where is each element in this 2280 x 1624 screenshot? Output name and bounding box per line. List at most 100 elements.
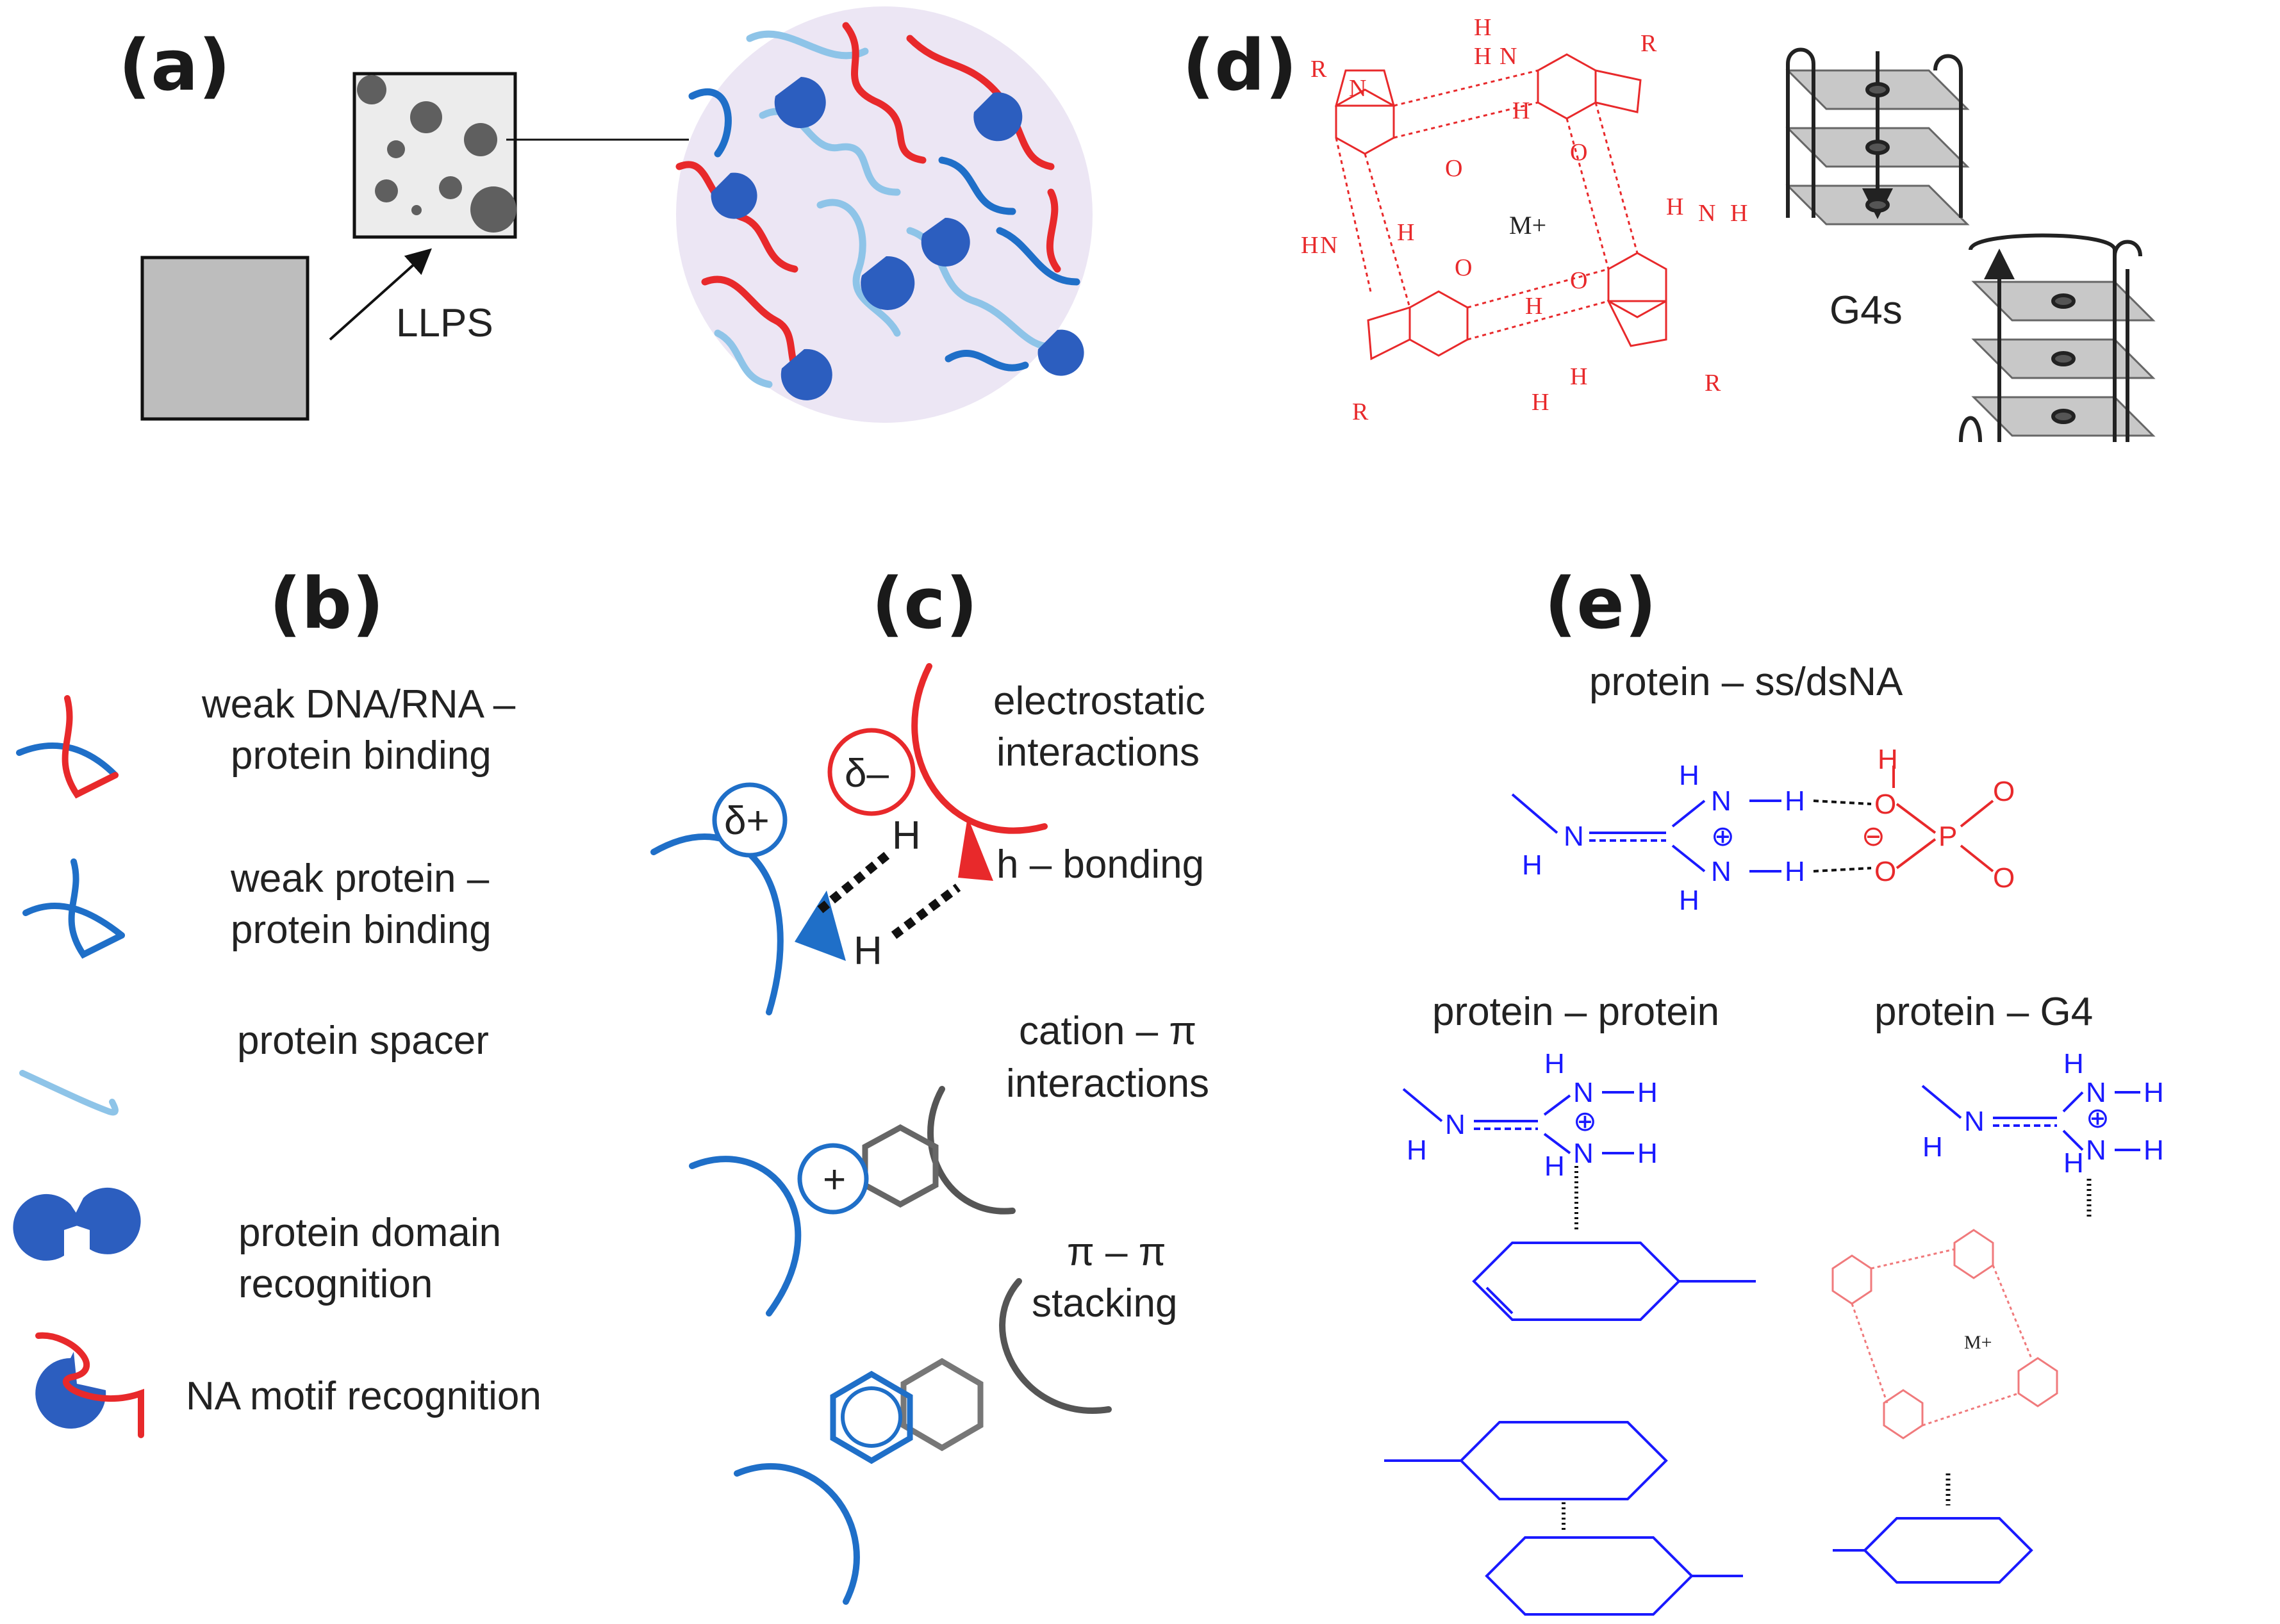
protein-protein-binding-icon: [22, 858, 125, 959]
arginine-g4-scheme: N H H N H N H H ⊕ M+: [1831, 1048, 2164, 1584]
delta-minus-label: δ–: [845, 751, 889, 796]
svg-text:H: H: [1570, 363, 1587, 390]
legend-item-na-motif-recognition: NA motif recognition: [35, 1332, 541, 1438]
protein-protein-title: protein – protein: [1432, 990, 1719, 1034]
condensate-droplets: [357, 75, 516, 233]
cation-circle: [797, 1143, 869, 1215]
hbond-dash-2: [891, 883, 961, 939]
aromatic-ring: [862, 1124, 939, 1208]
svg-text:O: O: [1874, 856, 1896, 887]
svg-text:O: O: [1993, 862, 2015, 894]
svg-text:N: N: [1698, 200, 1715, 227]
svg-text:O: O: [1874, 789, 1896, 820]
svg-text:O: O: [1455, 254, 1472, 281]
legend-item-dna-protein-binding: weak DNA/RNA – protein binding: [16, 682, 516, 799]
legend-item-protein-domain-recognition: protein domain recognition: [13, 1187, 501, 1306]
llps-label: LLPS: [396, 301, 493, 345]
svg-text:H: H: [1532, 389, 1549, 416]
pi-pi-stacking-scheme: [734, 1278, 1112, 1605]
pi-pi-label-line2: stacking: [1032, 1281, 1177, 1325]
g4-topology-top: [1785, 47, 1970, 226]
svg-text:H: H: [1785, 856, 1805, 887]
svg-text:N: N: [1320, 232, 1337, 259]
legend-label: NA motif recognition: [186, 1374, 541, 1418]
delta-minus-circle: [827, 728, 916, 816]
pi-pi-aromatic-scheme: [1384, 1421, 1743, 1616]
svg-text:R: R: [1705, 370, 1721, 397]
cation-pi-label-line2: interactions: [1006, 1062, 1209, 1106]
legend-label-line1: weak protein –: [230, 857, 490, 901]
aromatic-ring-blue: [830, 1370, 913, 1464]
svg-text:R: R: [1310, 56, 1327, 83]
blue-binding-arc: [650, 833, 784, 1015]
legend-label-line1: weak DNA/RNA –: [201, 682, 516, 726]
legend-label: protein spacer: [237, 1019, 489, 1063]
g-tetrad-structure: [1335, 53, 1667, 361]
panel-e-label: (e): [1544, 562, 1656, 644]
homogeneous-solution-box: [140, 256, 310, 421]
legend-label-line2: protein binding: [231, 908, 492, 952]
svg-text:H: H: [2063, 1048, 2084, 1079]
hydrogen-label-top: H: [892, 814, 921, 858]
svg-text:O: O: [1570, 139, 1587, 166]
small-g-tetrad: [1831, 1229, 2058, 1439]
arginine-aromatic-scheme: N H H N H N H H ⊕: [1402, 1048, 1756, 1321]
svg-text:H: H: [1666, 193, 1683, 220]
cation-plus-label: +: [823, 1158, 846, 1202]
panel-e: (e) protein – ss/dsNA: [1384, 562, 2164, 1616]
hbond-donor-blue: [795, 890, 846, 961]
svg-text:H: H: [1301, 232, 1318, 259]
g-tetrad-atoms: R N H H N H O R O H N H H N H O O H H H …: [1301, 14, 1747, 425]
electrostatic-hbond-scheme: δ– δ+ H H: [650, 663, 1048, 1015]
legend-label-line1: protein domain: [238, 1211, 501, 1255]
svg-text:H: H: [1512, 97, 1530, 124]
svg-text:N: N: [1349, 75, 1366, 102]
svg-text:H: H: [1474, 14, 1491, 41]
svg-text:H: H: [2063, 1147, 2084, 1179]
svg-text:N: N: [1711, 856, 1731, 887]
svg-text:⊕: ⊕: [2086, 1103, 2110, 1134]
svg-text:⊕: ⊕: [1573, 1106, 1597, 1137]
delta-plus-circle: [712, 782, 788, 858]
g4s-label: G4s: [1830, 288, 1903, 332]
blue-stacking-arc: [734, 1463, 860, 1605]
gray-binding-arc: [927, 1086, 1016, 1215]
panel-c-label: (c): [872, 562, 978, 644]
cation-pi-scheme: +: [689, 1086, 1016, 1316]
svg-text:N: N: [1573, 1077, 1594, 1108]
panel-c: (c) δ– δ+ H H electrostatic interactions…: [650, 562, 1209, 1605]
svg-text:H: H: [1878, 744, 1898, 775]
svg-text:H: H: [1679, 885, 1699, 916]
delta-plus-label: δ+: [724, 799, 770, 843]
svg-text:H: H: [1679, 760, 1699, 791]
svg-text:H: H: [1474, 43, 1491, 70]
hbond-dash-1: [817, 848, 894, 914]
legend-item-protein-spacer: protein spacer: [19, 1019, 489, 1116]
legend-label-line2: protein binding: [231, 734, 492, 778]
svg-text:H: H: [1522, 849, 1542, 881]
svg-text:P: P: [1938, 821, 1957, 852]
legend-label-line2: recognition: [238, 1262, 433, 1306]
electrostatic-label-line2: interactions: [996, 730, 1200, 775]
svg-text:N: N: [1573, 1138, 1594, 1169]
llps-arrow: [329, 248, 432, 341]
svg-text:H: H: [1730, 200, 1747, 227]
svg-text:H: H: [1637, 1138, 1658, 1169]
protein-spacer-icon: [19, 1070, 119, 1116]
cation-pi-label-line1: cation – π: [1019, 1009, 1196, 1053]
svg-text:N: N: [1964, 1106, 1985, 1137]
svg-text:H: H: [1525, 293, 1542, 320]
svg-text:N: N: [2086, 1135, 2106, 1166]
legend-item-protein-protein-binding: weak protein – protein binding: [22, 857, 492, 959]
svg-text:N: N: [1445, 1109, 1466, 1140]
svg-text:N: N: [1564, 821, 1584, 852]
dna-protein-binding-icon: [16, 695, 119, 799]
svg-text:N: N: [1711, 785, 1731, 817]
protein-domain-icon: [13, 1187, 141, 1261]
svg-text:N: N: [2086, 1077, 2106, 1108]
panel-a-label: (a): [119, 24, 231, 106]
pi-pi-label-line1: π – π: [1067, 1230, 1166, 1274]
svg-text:N: N: [1499, 43, 1517, 70]
svg-text:H: H: [1637, 1077, 1658, 1108]
